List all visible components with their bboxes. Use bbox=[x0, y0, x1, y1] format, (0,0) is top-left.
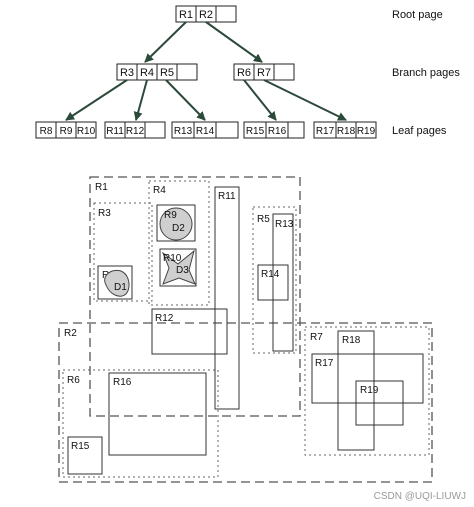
rtree-structure: R1 R2 R3 R4 R5 R6 R7 bbox=[35, 5, 460, 139]
leaf-entry-r19: R19 bbox=[357, 126, 376, 137]
region-r6-label: R6 bbox=[67, 375, 80, 386]
branch-entry-r7: R7 bbox=[257, 67, 271, 79]
leaf-entry-r13: R13 bbox=[174, 126, 193, 137]
region-r3-label: R3 bbox=[98, 208, 111, 219]
root-entry-r1: R1 bbox=[179, 9, 193, 21]
branch-entry-r3: R3 bbox=[120, 67, 134, 79]
region-r5-label: R5 bbox=[257, 214, 270, 225]
region-r13-label: R13 bbox=[275, 219, 294, 230]
region-r15-box bbox=[67, 436, 103, 475]
tree-pointers bbox=[65, 21, 347, 121]
root-entry-r2: R2 bbox=[199, 9, 213, 21]
region-r7-label: R7 bbox=[310, 332, 323, 343]
region-r11-label: R11 bbox=[218, 191, 236, 202]
leaf-entry-r17: R17 bbox=[316, 126, 335, 137]
leaf-entry-r14: R14 bbox=[196, 126, 215, 137]
data-object-d3-label: D3 bbox=[176, 265, 189, 276]
data-object-d1-label: D1 bbox=[114, 282, 127, 293]
region-r16-label: R16 bbox=[113, 377, 132, 388]
root-page-label: Root page bbox=[392, 9, 443, 21]
region-r11-box bbox=[214, 186, 240, 410]
region-r18-box bbox=[337, 330, 375, 451]
pointer-r1-arrow bbox=[144, 21, 187, 63]
leaf-pages-label: Leaf pages bbox=[392, 125, 447, 137]
region-r4-box bbox=[148, 180, 210, 306]
leaf-entry-r11: R11 bbox=[106, 126, 124, 137]
leaf-entry-r10: R10 bbox=[77, 126, 96, 137]
region-r14-box bbox=[257, 264, 289, 301]
data-object-d3-shape bbox=[161, 249, 196, 285]
region-r3-box bbox=[93, 202, 153, 302]
region-r1-box bbox=[89, 176, 301, 417]
region-r15-label: R15 bbox=[71, 441, 90, 452]
branch-entry-r5: R5 bbox=[160, 67, 174, 79]
region-r14-label: R14 bbox=[261, 269, 280, 280]
region-r8-box bbox=[97, 265, 133, 300]
leaf-entry-r16: R16 bbox=[268, 126, 287, 137]
region-r13-box bbox=[272, 213, 294, 352]
region-r16-box bbox=[108, 372, 207, 456]
region-r17-label: R17 bbox=[315, 358, 334, 369]
leaf-node-4: R15 R16 bbox=[243, 121, 305, 139]
pointer-r4-arrow bbox=[133, 79, 148, 121]
region-r12-label: R12 bbox=[155, 313, 174, 324]
leaf-node-5: R17 R18 R19 bbox=[313, 121, 377, 139]
pointer-r5-arrow bbox=[165, 79, 206, 121]
region-r9-label: R9 bbox=[164, 210, 177, 221]
branch-entry-r6: R6 bbox=[237, 67, 251, 79]
leaf-node-3: R13 R14 bbox=[171, 121, 239, 139]
branch-entry-r4: R4 bbox=[140, 67, 154, 79]
region-r7-box bbox=[304, 326, 430, 456]
region-r1-label: R1 bbox=[95, 182, 108, 193]
region-r6-box bbox=[62, 369, 219, 478]
leaf-node-1: R8 R9 R10 bbox=[35, 121, 97, 139]
region-r9-box bbox=[156, 204, 196, 242]
region-r2-label: R2 bbox=[64, 328, 77, 339]
region-r18-label: R18 bbox=[342, 335, 361, 346]
region-r10-label: R10 bbox=[163, 253, 182, 264]
region-r10-box bbox=[159, 248, 197, 287]
pointer-r6-arrow bbox=[243, 79, 277, 121]
region-r4-label: R4 bbox=[153, 185, 166, 196]
leaf-entry-r12: R12 bbox=[126, 126, 145, 137]
data-object-d2-shape bbox=[159, 207, 193, 241]
region-r19-box bbox=[355, 380, 404, 426]
region-r5-box bbox=[252, 206, 297, 354]
leaf-entry-r18: R18 bbox=[337, 126, 356, 137]
data-object-d2-label: D2 bbox=[172, 223, 185, 234]
root-node: R1 R2 bbox=[175, 5, 237, 23]
leaf-node-2: R11 R12 bbox=[104, 121, 166, 139]
pointer-r3-arrow bbox=[65, 79, 128, 121]
region-r17-box bbox=[311, 353, 424, 404]
branch-node-1: R3 R4 R5 bbox=[116, 63, 198, 81]
branch-pages-label: Branch pages bbox=[392, 67, 460, 79]
region-r19-label: R19 bbox=[360, 385, 379, 396]
spatial-regions: R1 R2 R3 R4 R5 R6 R7 R8 R11 R12 R13 R14 … bbox=[58, 176, 433, 483]
leaf-entry-r9: R9 bbox=[60, 126, 73, 137]
leaf-entry-r15: R15 bbox=[246, 126, 265, 137]
region-r12-box bbox=[151, 308, 228, 355]
leaf-entry-r8: R8 bbox=[40, 126, 53, 137]
watermark-text: CSDN @UQI-LIUWJ bbox=[374, 491, 466, 502]
pointer-r7-arrow bbox=[263, 79, 347, 121]
data-object-d1-shape bbox=[104, 269, 130, 297]
region-r2-box bbox=[58, 322, 433, 483]
pointer-r2-arrow bbox=[205, 21, 263, 63]
branch-node-2: R6 R7 bbox=[233, 63, 295, 81]
